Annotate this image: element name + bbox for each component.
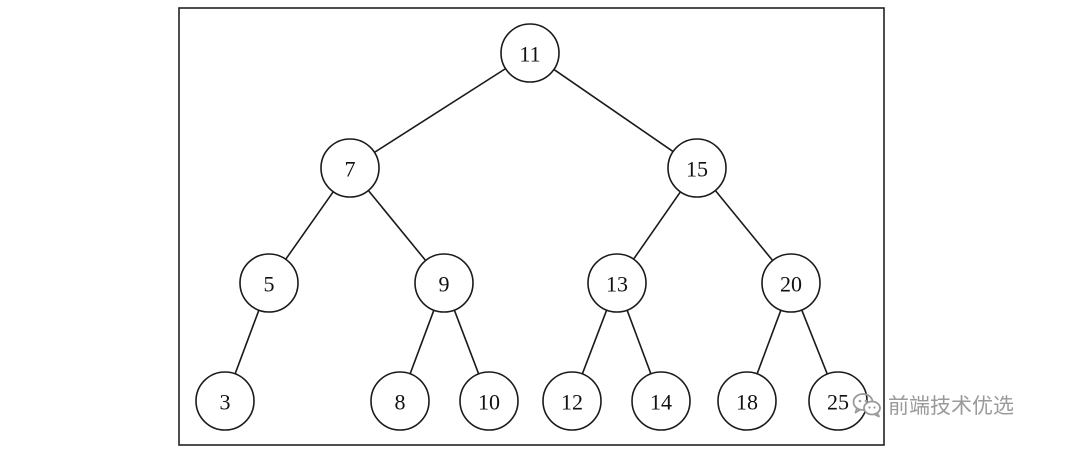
edge-n13-n12 bbox=[581, 309, 608, 375]
node-circle bbox=[414, 253, 474, 313]
node-circle bbox=[500, 23, 560, 83]
tree-node-10: 10 bbox=[459, 371, 519, 431]
tree-edges bbox=[234, 67, 829, 375]
tree-node-18: 18 bbox=[717, 371, 777, 431]
tree-node-25: 25 bbox=[808, 371, 868, 431]
node-circle bbox=[717, 371, 777, 431]
edge-n15-n20 bbox=[714, 189, 774, 262]
node-circle bbox=[631, 371, 691, 431]
tree-node-11: 11 bbox=[500, 23, 560, 83]
tree-node-9: 9 bbox=[414, 253, 474, 313]
node-circle bbox=[370, 371, 430, 431]
node-circle bbox=[459, 371, 519, 431]
edge-n5-n3 bbox=[234, 309, 260, 375]
tree-nodes: 11 7 15 5 9 13 20 3 8 10 12 14 18 25 bbox=[195, 23, 868, 431]
node-circle bbox=[587, 253, 647, 313]
edge-n7-n5 bbox=[285, 191, 334, 260]
node-label: 12 bbox=[561, 390, 583, 415]
tree-node-5: 5 bbox=[239, 253, 299, 313]
node-label: 3 bbox=[220, 390, 231, 415]
node-label: 14 bbox=[650, 390, 672, 415]
node-label: 8 bbox=[395, 390, 406, 415]
diagram-frame bbox=[178, 7, 885, 446]
node-label: 9 bbox=[439, 272, 450, 297]
node-label: 15 bbox=[686, 157, 708, 182]
tree-node-14: 14 bbox=[631, 371, 691, 431]
node-circle bbox=[320, 138, 380, 198]
node-label: 18 bbox=[736, 390, 758, 415]
tree-node-12: 12 bbox=[542, 371, 602, 431]
watermark-text: 前端技术优选 bbox=[888, 394, 1014, 418]
node-label: 11 bbox=[519, 42, 540, 67]
edge-n11-n7 bbox=[374, 67, 506, 154]
edge-n20-n25 bbox=[800, 309, 829, 375]
tree-node-3: 3 bbox=[195, 371, 255, 431]
watermark: 前端技术优选 bbox=[852, 388, 1014, 422]
edge-n11-n15 bbox=[553, 68, 674, 153]
node-circle bbox=[195, 371, 255, 431]
edge-n20-n18 bbox=[756, 309, 782, 375]
node-label: 7 bbox=[345, 157, 356, 182]
tree-node-8: 8 bbox=[370, 371, 430, 431]
tree-node-15: 15 bbox=[667, 138, 727, 198]
node-label: 10 bbox=[478, 390, 500, 415]
node-circle bbox=[761, 253, 821, 313]
node-label: 13 bbox=[606, 272, 628, 297]
tree-node-7: 7 bbox=[320, 138, 380, 198]
edge-n9-n10 bbox=[453, 309, 480, 375]
tree-node-13: 13 bbox=[587, 253, 647, 313]
node-label: 20 bbox=[780, 272, 802, 297]
node-circle bbox=[542, 371, 602, 431]
node-label: 25 bbox=[827, 390, 849, 415]
edge-n9-n8 bbox=[409, 309, 435, 375]
node-circle bbox=[239, 253, 299, 313]
node-label: 5 bbox=[264, 272, 275, 297]
tree-node-20: 20 bbox=[761, 253, 821, 313]
edge-n15-n13 bbox=[632, 191, 682, 260]
edge-n13-n14 bbox=[626, 309, 652, 375]
node-circle bbox=[667, 138, 727, 198]
wechat-icon bbox=[852, 392, 882, 418]
edge-n7-n9 bbox=[367, 189, 427, 262]
